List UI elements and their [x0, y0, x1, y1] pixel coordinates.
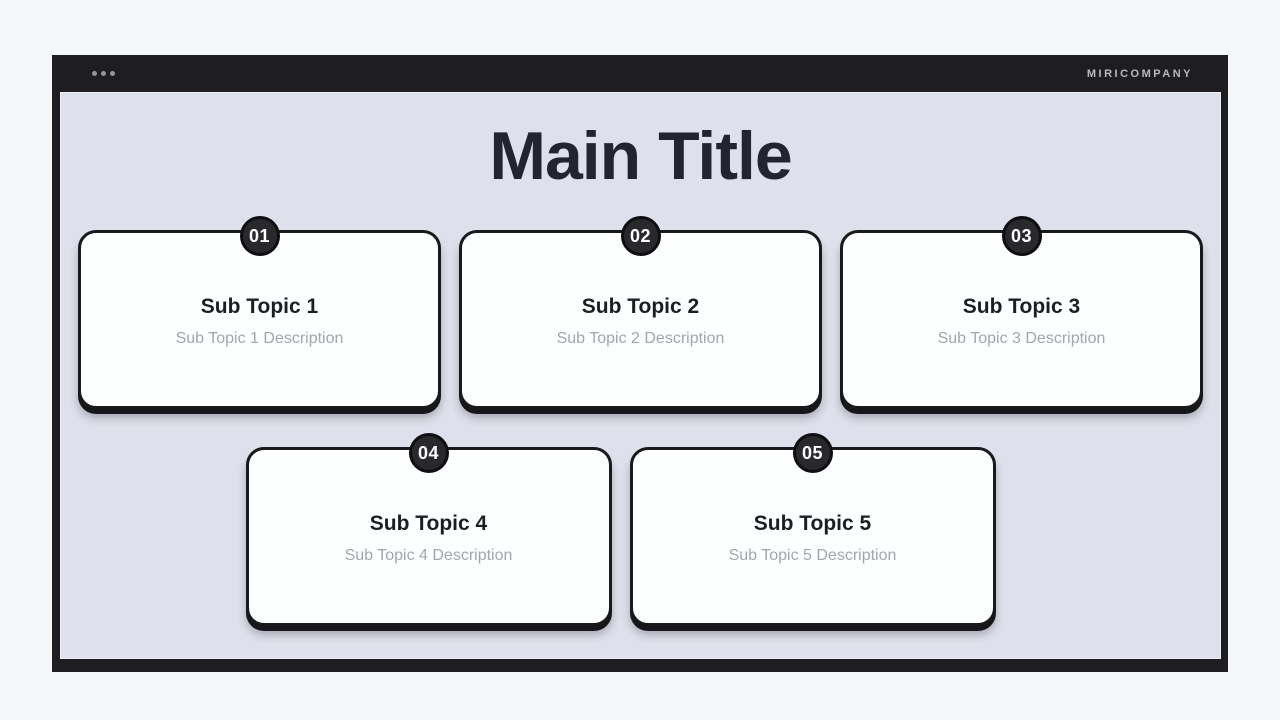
- number-badge: 04: [408, 433, 449, 473]
- card-title: Sub Topic 5: [753, 512, 872, 535]
- card-title: Sub Topic 3: [962, 295, 1081, 318]
- card-title: Sub Topic 4: [369, 512, 488, 535]
- card-row-1: 01 Sub Topic 1 Sub Topic 1 Description 0…: [60, 216, 1221, 409]
- main-title: Main Title: [489, 118, 792, 194]
- topic-card-5: 05 Sub Topic 5 Sub Topic 5 Description: [629, 433, 996, 626]
- topic-card-2: 02 Sub Topic 2 Sub Topic 2 Description: [459, 216, 822, 409]
- topic-card-3: 03 Sub Topic 3 Sub Topic 3 Description: [840, 216, 1203, 409]
- number-badge: 05: [792, 433, 833, 473]
- card-description: Sub Topic 2 Description: [556, 330, 725, 347]
- card-description: Sub Topic 5 Description: [728, 547, 897, 564]
- card-description: Sub Topic 4 Description: [344, 547, 513, 564]
- card-description: Sub Topic 1 Description: [175, 330, 344, 347]
- number-badge: 01: [239, 216, 280, 256]
- card-title: Sub Topic 1: [200, 295, 319, 318]
- company-label: MIRICOMPANY: [1086, 67, 1193, 80]
- slide-content: Main Title 01 Sub Topic 1 Sub Topic 1 De…: [60, 92, 1221, 659]
- card-description: Sub Topic 3 Description: [937, 330, 1106, 347]
- topic-card-1: 01 Sub Topic 1 Sub Topic 1 Description: [78, 216, 441, 409]
- number-badge: 03: [1001, 216, 1042, 256]
- slide-frame: MIRICOMPANY Main Title 01 Sub Topic 1 Su…: [52, 55, 1228, 672]
- ellipsis-horizontal-icon: [92, 71, 115, 76]
- topic-card-4: 04 Sub Topic 4 Sub Topic 4 Description: [245, 433, 612, 626]
- slide-header-bar: MIRICOMPANY: [52, 55, 1228, 92]
- menu-button[interactable]: [90, 67, 117, 80]
- card-row-2: 04 Sub Topic 4 Sub Topic 4 Description 0…: [60, 433, 1221, 626]
- card-title: Sub Topic 2: [581, 295, 700, 318]
- number-badge: 02: [620, 216, 661, 256]
